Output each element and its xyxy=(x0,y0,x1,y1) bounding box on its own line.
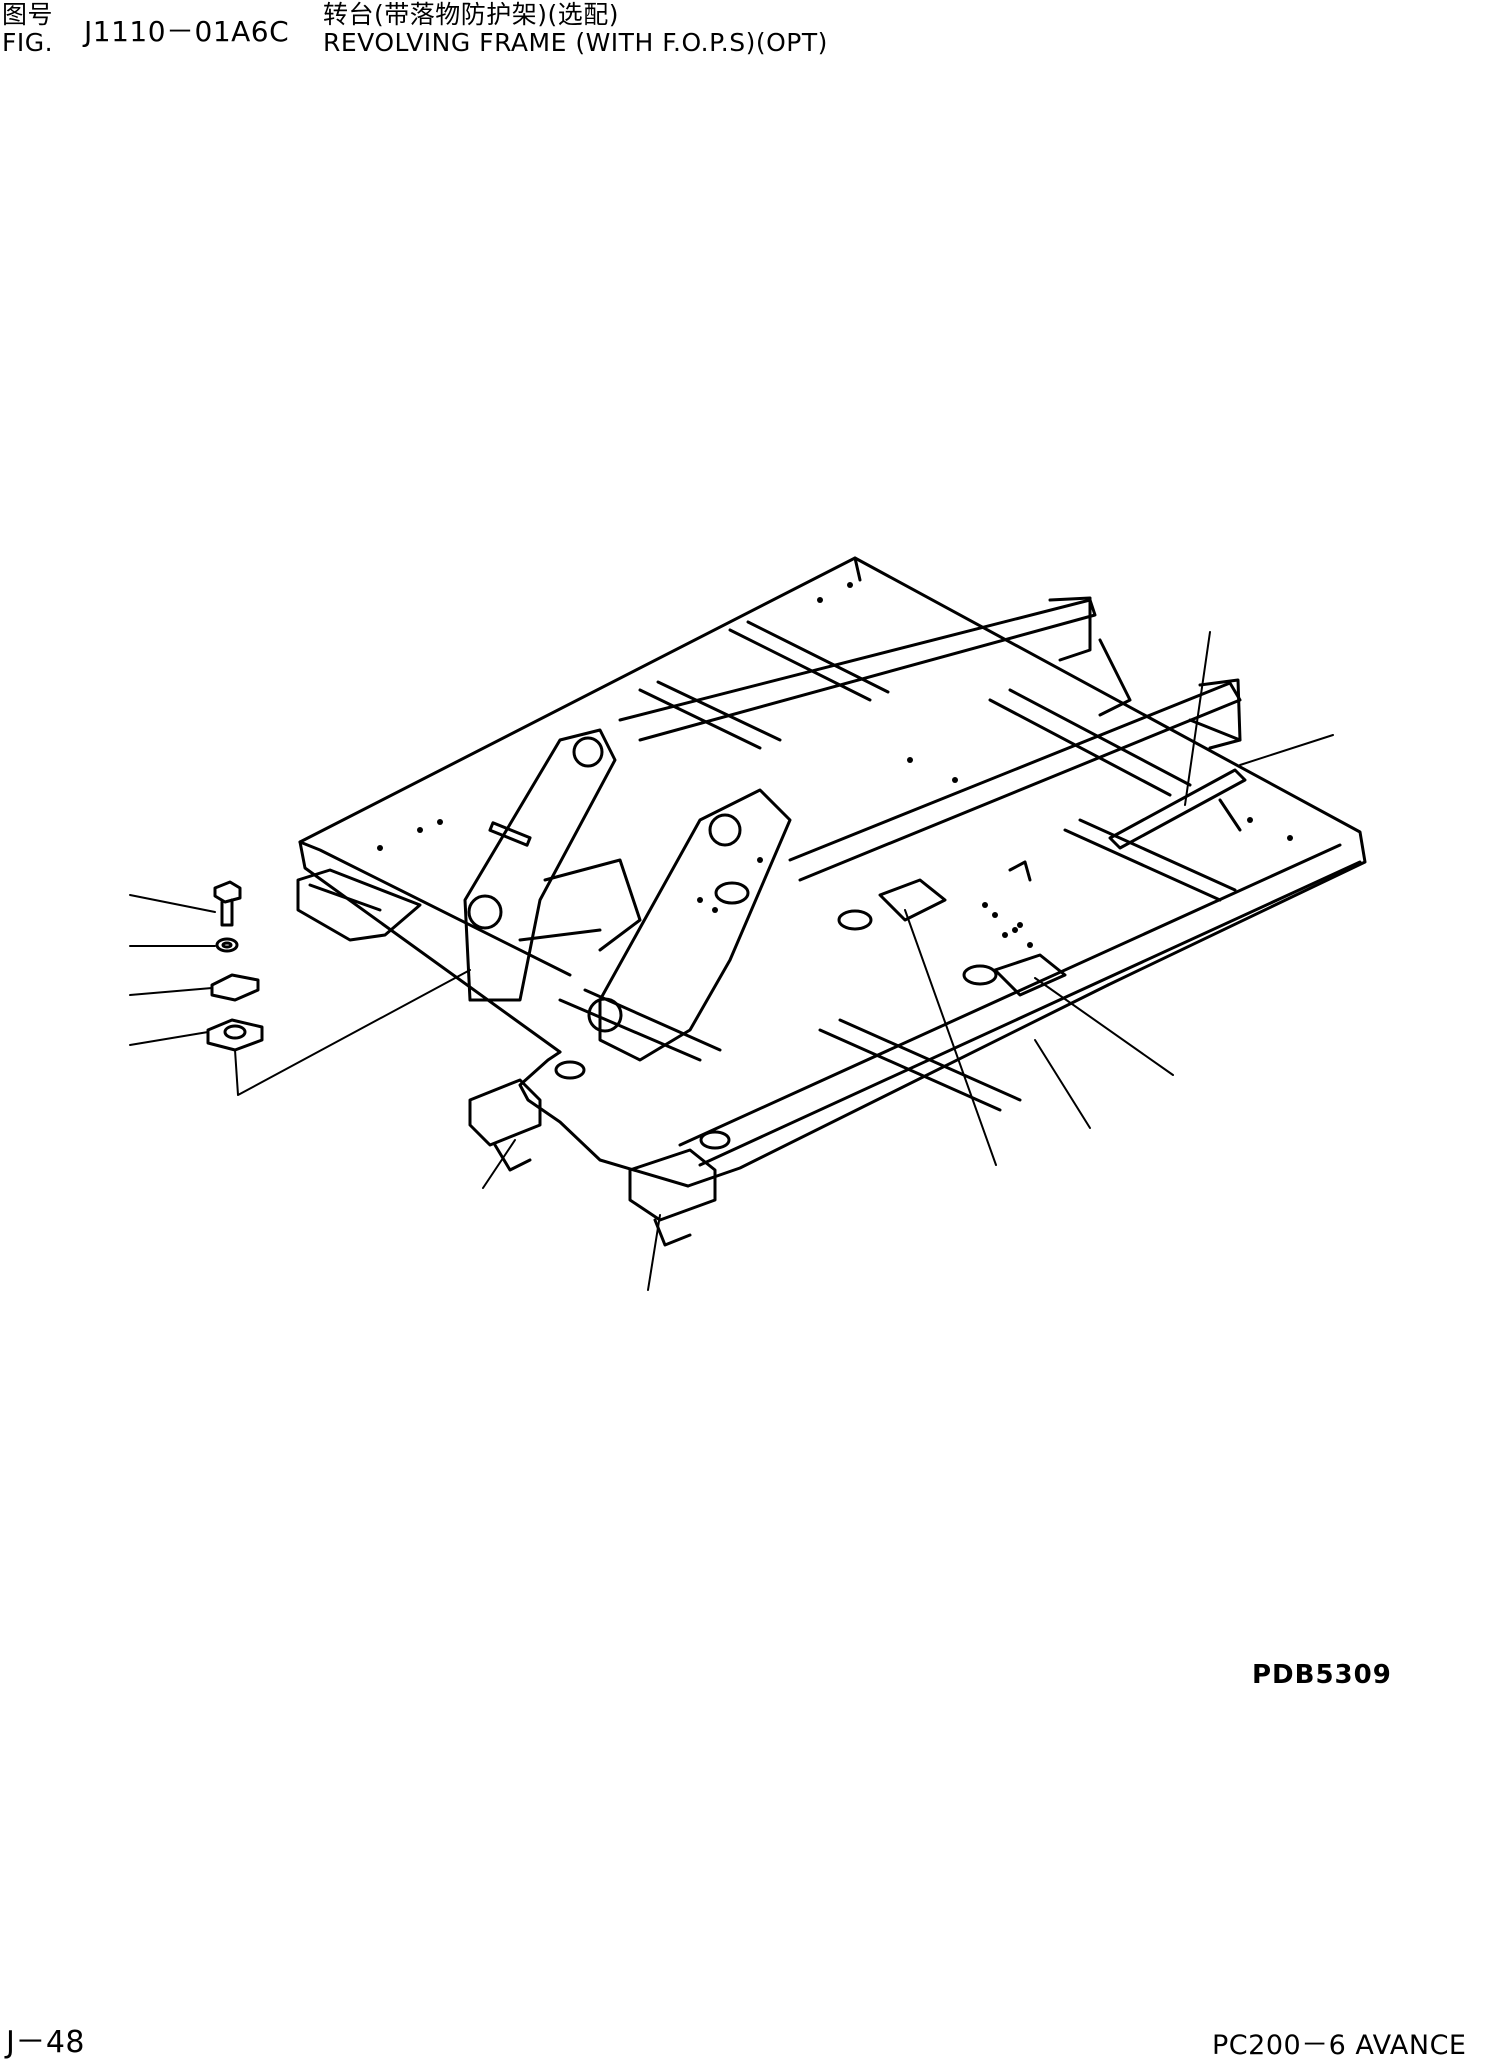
fig-label-en: FIG. xyxy=(2,28,54,57)
center-slot xyxy=(488,768,1247,850)
drawing-code: PDB5309 xyxy=(1252,1660,1392,1690)
cross-members xyxy=(558,620,1242,1112)
left-skirt xyxy=(296,868,422,942)
fastener-group xyxy=(206,880,264,1052)
upper-rails xyxy=(618,596,1242,882)
outer-frame xyxy=(298,556,1367,1188)
model-name: PC200－6 AVANCE xyxy=(1212,2030,1467,2061)
title-cn: 转台(带落物防护架)(选配) xyxy=(323,0,620,29)
fig-label-cn: 图号 xyxy=(2,0,54,29)
page-number: J－48 xyxy=(6,2025,86,2060)
mount-pads xyxy=(468,860,1067,1247)
leader-lines xyxy=(129,631,1334,1291)
boom-brackets xyxy=(463,728,792,1062)
title-en: REVOLVING FRAME (WITH F.O.P.S)(OPT) xyxy=(323,28,828,57)
bolt-holes xyxy=(377,582,1293,948)
fig-number: J1110－01A6C xyxy=(84,15,290,48)
